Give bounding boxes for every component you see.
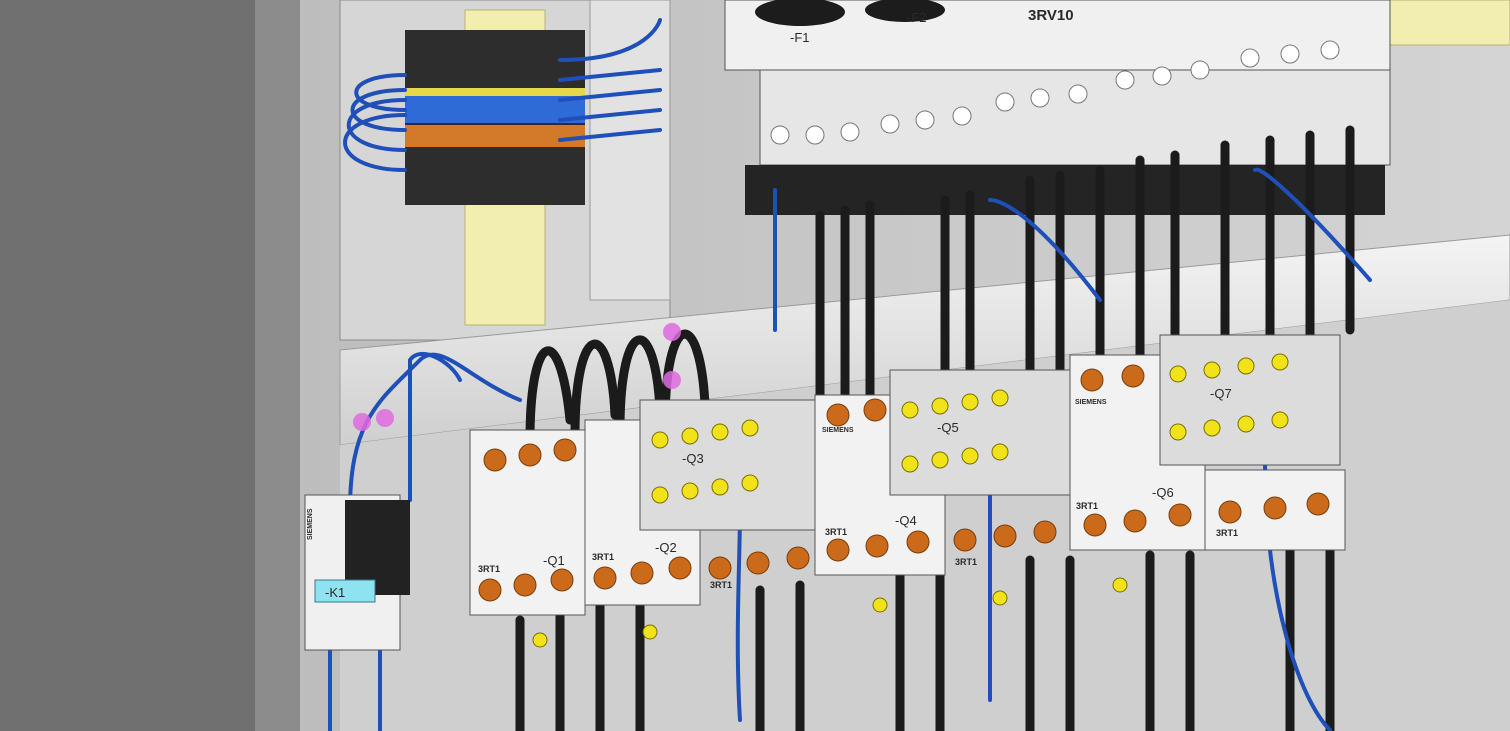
terminal-block-group bbox=[405, 30, 585, 205]
contactor-bank: -Q1 -Q2 -Q3 -Q4 -Q5 -Q6 -Q7 3RT1 3RT1 3R… bbox=[307, 334, 1346, 648]
contactor-label-q1: -Q1 bbox=[543, 553, 565, 568]
black-wires bbox=[515, 125, 1355, 731]
vertical-wire-duct bbox=[589, 0, 671, 301]
contactor-series-q2: 3RT1 bbox=[592, 552, 614, 562]
contactor-brand-q6: SIEMENS bbox=[1075, 399, 1107, 406]
contactor-series-q3: 3RT1 bbox=[710, 580, 732, 590]
contactor-label-q7: -Q7 bbox=[1210, 386, 1232, 401]
cable-marker-dots bbox=[353, 323, 681, 431]
breaker-model-label: 3RV10 bbox=[1028, 7, 1074, 24]
contactor-label-q5: -Q5 bbox=[937, 420, 959, 435]
contactor-label-q6: -Q6 bbox=[1152, 485, 1174, 500]
breaker-label-f1: -F1 bbox=[790, 30, 810, 45]
contactor-series-q1: 3RT1 bbox=[478, 564, 500, 574]
contactor-series-q5: 3RT1 bbox=[955, 557, 977, 567]
contactor-brand-q4: SIEMENS bbox=[822, 427, 854, 434]
contactor-series-q4: 3RT1 bbox=[825, 527, 847, 537]
contactor-series-q6: 3RT1 bbox=[1076, 501, 1098, 511]
contactor-label-q4: -Q4 bbox=[895, 513, 917, 528]
motor-breaker-row: -F1 -F2 3RV10 bbox=[724, 0, 1391, 215]
contactor-brand-k1: SIEMENS bbox=[307, 508, 314, 540]
relay-label-k1: -K1 bbox=[325, 585, 345, 600]
relay-k1: -K1 bbox=[304, 494, 410, 651]
breaker-label-f2: -F2 bbox=[907, 10, 927, 25]
contactor-label-q2: -Q2 bbox=[655, 540, 677, 555]
horizontal-wire-duct bbox=[339, 234, 1510, 446]
contactor-series-q7: 3RT1 bbox=[1216, 528, 1238, 538]
din-rail-top bbox=[1384, 0, 1510, 46]
contactor-label-q3: -Q3 bbox=[682, 451, 704, 466]
